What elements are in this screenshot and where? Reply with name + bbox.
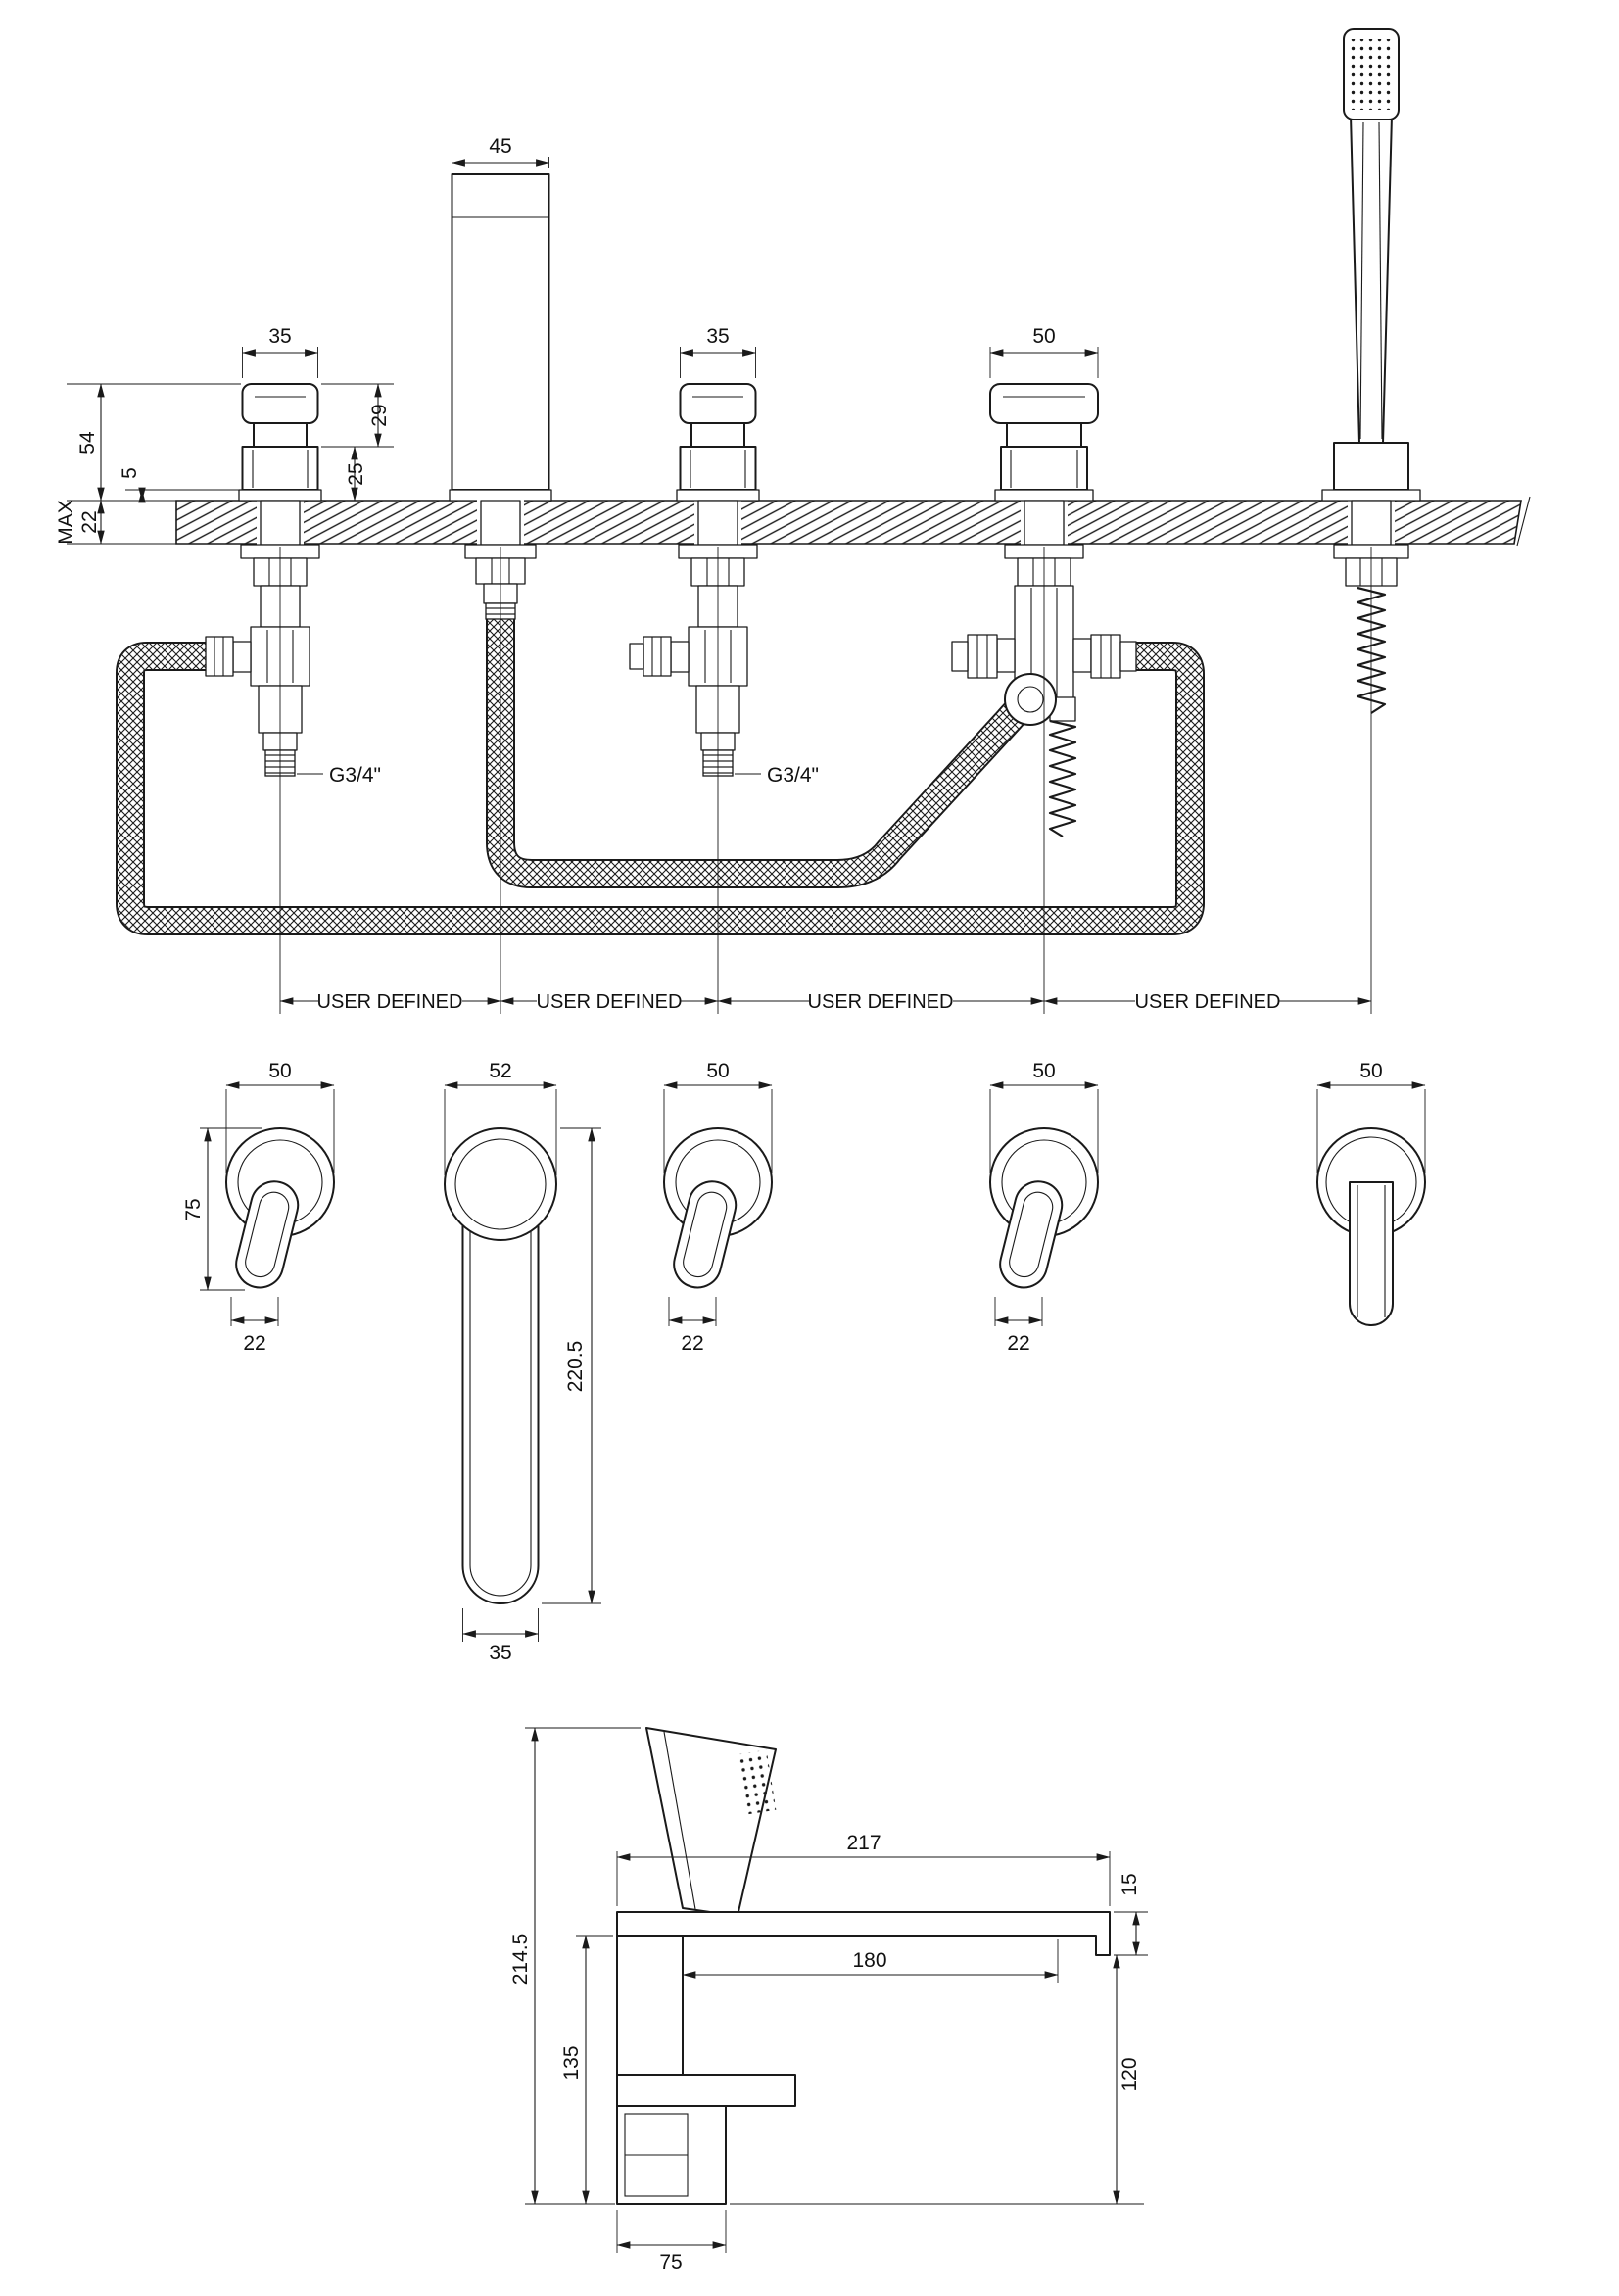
deck-thickness-label: 22 (78, 510, 101, 533)
handle2-plan (663, 1127, 773, 1289)
body-height-label: 25 (345, 462, 367, 485)
deck-surface (175, 500, 1522, 545)
front-elevation-view: 45 35 35 50 54 5 29 25 MAX 22 G3/4" G3/4… (55, 28, 1531, 1014)
total-height-label: 54 (76, 431, 99, 454)
overall-height-label: 214.5 (509, 1934, 532, 1985)
deck-break-line (1516, 496, 1531, 547)
handle3-tip-label: 22 (1007, 1332, 1029, 1355)
diverter-width-label: 50 (1032, 325, 1055, 348)
label-bg (537, 987, 681, 1013)
extension-lines-plan (200, 1089, 1426, 1642)
handle2-tip-label: 22 (681, 1332, 703, 1355)
handset-plan (1316, 1127, 1426, 1326)
valve2-width-label: 35 (706, 325, 729, 348)
flange-height-label: 5 (119, 467, 141, 479)
clearance-label: 120 (1119, 2057, 1141, 2091)
thread-size-1-label: G3/4" (329, 764, 381, 787)
diverter-outlet-hose (1048, 719, 1077, 837)
spacing-2-label: USER DEFINED (537, 991, 683, 1013)
handle-length-label: 75 (182, 1198, 205, 1220)
base-step (616, 2074, 796, 2107)
spout-plan (444, 1127, 557, 1604)
extension-lines-side (525, 1727, 1148, 2253)
handle1-tip-label: 22 (243, 1332, 265, 1355)
label-bg (318, 987, 462, 1013)
label-bg (1135, 987, 1279, 1013)
spout-length-label: 220.5 (564, 1341, 587, 1393)
handset-dia-label: 50 (1359, 1060, 1382, 1082)
valve2-hose-cap (629, 643, 644, 670)
handle3-dia-label: 50 (1032, 1060, 1055, 1082)
center-extension-lines (279, 547, 1372, 1014)
diverter-valve (951, 383, 1137, 837)
spacing-4-label: USER DEFINED (1135, 991, 1281, 1013)
thread-size-2-label: G3/4" (767, 764, 819, 787)
base-width-label: 75 (659, 2251, 682, 2273)
spout-body-side (616, 1935, 684, 2076)
spout-tip-label: 35 (489, 1642, 511, 1664)
plan-views: 50 52 50 50 50 75 22 22 22 220.5 35 (182, 1060, 1426, 1664)
spout-width-label: 45 (489, 135, 511, 158)
spray-face (1351, 39, 1392, 110)
braided-hose-main (116, 642, 1205, 935)
spout-front (449, 173, 552, 620)
lip-label: 15 (1119, 1873, 1141, 1895)
hose-elbow-fitting (1004, 673, 1057, 726)
handle3-plan (989, 1127, 1099, 1289)
spout-dia-label: 52 (489, 1060, 511, 1082)
side-elevation-view: 217 15 180 214.5 135 120 75 (509, 1727, 1148, 2273)
lower-height-label: 135 (560, 2045, 583, 2080)
spacing-1-label: USER DEFINED (317, 991, 463, 1013)
label-bg (809, 987, 953, 1013)
handle2-dia-label: 50 (706, 1060, 729, 1082)
handle-height-label: 29 (368, 404, 391, 426)
handle1-plan (225, 1127, 335, 1289)
valve1-width-label: 35 (268, 325, 291, 348)
handshower-front (1321, 28, 1421, 714)
projection-label: 180 (852, 1949, 886, 1972)
reach-label: 217 (846, 1832, 881, 1854)
handle1-dia-label: 50 (268, 1060, 291, 1082)
handset-spray-face (737, 1749, 777, 1815)
handshower-holder (1333, 442, 1409, 491)
spacing-3-label: USER DEFINED (808, 991, 954, 1013)
handshower-hose-coil (1356, 586, 1387, 714)
deck-max-label: MAX (55, 500, 77, 545)
